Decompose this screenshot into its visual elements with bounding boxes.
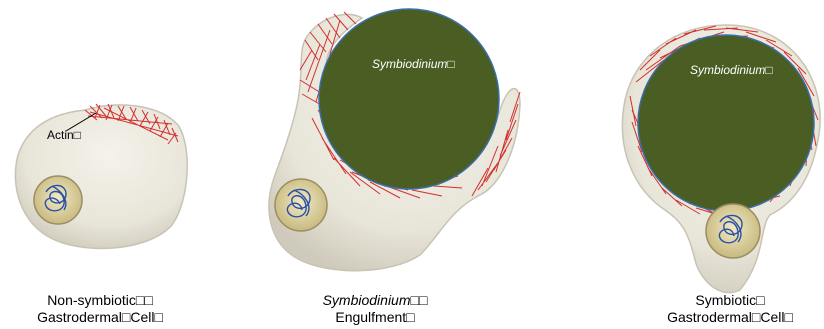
symbiodinium-cell [319,9,499,189]
caption-line2: Gastrodermal□Cell□ [20,309,180,326]
non-symbiotic-cell: Actin□ [15,104,187,248]
symbiodinium-label: Symbiodinium□ [372,57,455,71]
caption-non-symbiotic: Non-symbiotic□□ Gastrodermal□Cell□ [20,292,180,326]
symbiodinium-label: Symbiodinium□ [690,63,773,77]
caption-symbiotic: Symbiotic□ Gastrodermal□Cell□ [650,292,810,326]
engulfment-cell: Symbiodinium□ [269,9,520,271]
actin-label: Actin□ [47,128,81,142]
cell-membrane [15,105,187,248]
nucleus [706,204,760,258]
symbiotic-cell: Symbiodinium□ [622,25,820,293]
caption-line2: Gastrodermal□Cell□ [650,309,810,326]
caption-line1: Symbiodinium□□ [305,292,445,309]
nucleus [275,179,327,231]
caption-line1: Symbiotic□ [650,292,810,309]
nucleus [34,176,82,224]
caption-line1: Non-symbiotic□□ [20,292,180,309]
symbiodinium-cell [638,35,814,211]
caption-engulfment: Symbiodinium□□ Engulfment□ [305,292,445,326]
caption-line2: Engulfment□ [305,309,445,326]
